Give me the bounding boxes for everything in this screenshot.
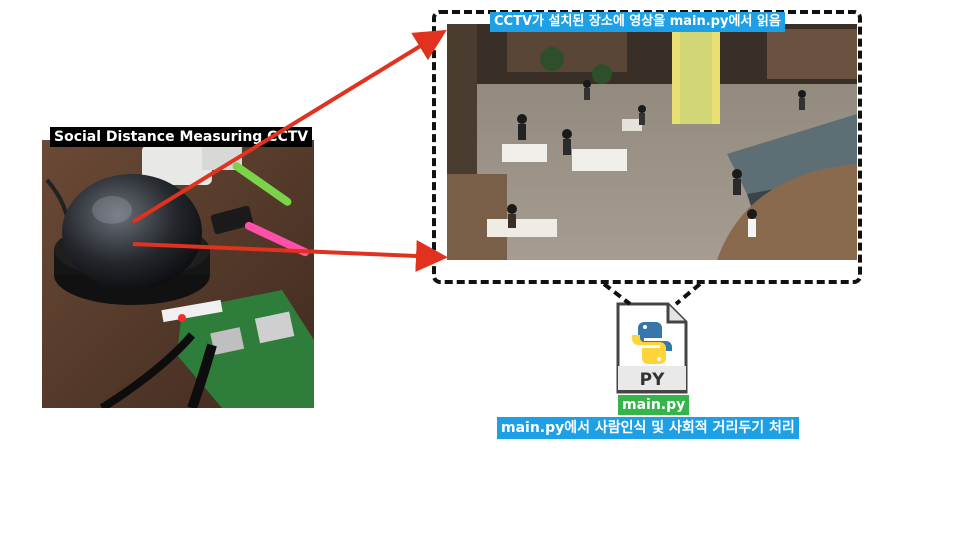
python-file-icon: PY [614,302,690,394]
cctv-camera-photo [42,140,314,408]
py-icon-text: PY [640,370,665,390]
cctv-scene-photo [447,24,857,260]
camera-title: Social Distance Measuring CCTV [50,127,313,147]
python-file-label: main.py [618,395,690,415]
processing-caption: main.py에서 사람인식 및 사회적 거리두기 처리 [497,417,799,439]
callout-right [674,282,702,306]
callout-left [602,282,632,306]
scene-caption: CCTV가 설치된 장소에 영상을 main.py에서 읽음 [490,12,785,32]
